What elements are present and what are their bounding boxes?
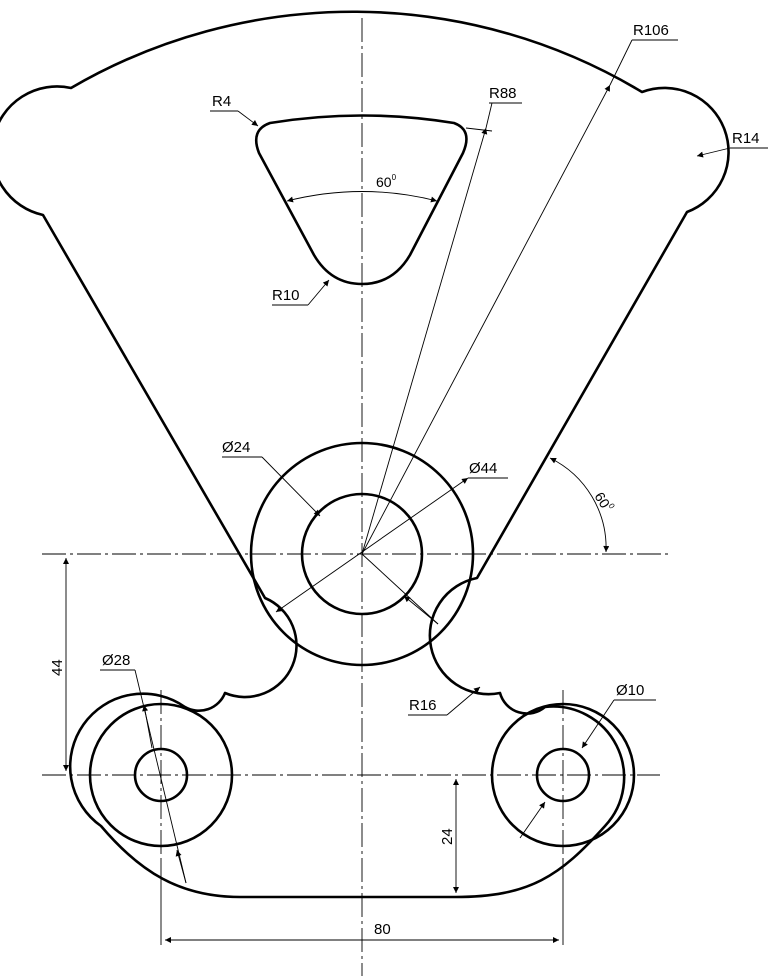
left-hole-circle bbox=[133, 747, 189, 803]
dimension-lines bbox=[63, 39, 768, 945]
dim-dia24-label: Ø24 bbox=[222, 439, 250, 456]
dim-slot-angle-label: 600 bbox=[376, 173, 397, 190]
triangular-slot bbox=[255, 114, 468, 286]
right-hole-circle bbox=[535, 747, 591, 803]
dim-dia10-label: Ø10 bbox=[616, 682, 644, 699]
left-boss-circle bbox=[88, 702, 234, 848]
right-boss-circle bbox=[490, 702, 636, 848]
dim-dia28-label: Ø28 bbox=[102, 652, 130, 669]
dim-24-label: 24 bbox=[439, 828, 456, 845]
dim-44-label: 44 bbox=[49, 659, 66, 676]
dim-r10-label: R10 bbox=[272, 287, 300, 304]
dim-r106-label: R106 bbox=[633, 22, 669, 39]
center-lines bbox=[42, 18, 672, 976]
dim-r4-label: R4 bbox=[212, 93, 231, 110]
dim-r88-label: R88 bbox=[489, 85, 517, 102]
dim-dia44-label: Ø44 bbox=[469, 460, 497, 477]
boss-outer-circle bbox=[249, 441, 475, 667]
dim-side-angle-label: 600 bbox=[591, 489, 616, 515]
outer-contour bbox=[0, 10, 730, 899]
dim-r16-label: R16 bbox=[409, 697, 437, 714]
dim-r14-label: R14 bbox=[732, 130, 760, 147]
dim-80-label: 80 bbox=[374, 921, 391, 938]
